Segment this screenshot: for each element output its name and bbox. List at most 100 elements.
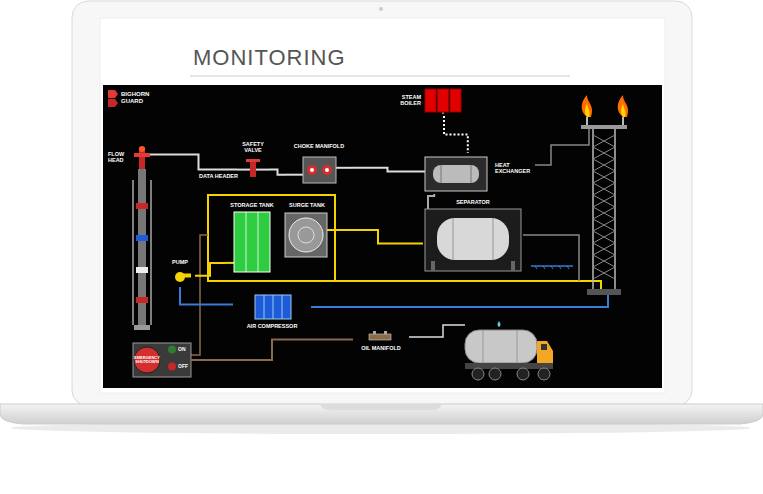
flow-head-well-part <box>136 267 148 273</box>
laptop-body-part <box>320 404 442 410</box>
logo-mark <box>108 90 118 107</box>
heat-exchanger-symbol-part <box>471 165 472 183</box>
connector-layer <box>103 85 662 388</box>
equipment-label: PUMP <box>165 259 195 265</box>
flow-head-well-part <box>136 203 148 209</box>
pipework-part <box>335 281 601 291</box>
tanker-truck-part <box>517 368 529 380</box>
air-compressor: AIR COMPRESSOR <box>233 292 311 334</box>
separator-symbol-part <box>453 218 454 260</box>
equipment-label: HEAT EXCHANGER <box>495 162 535 174</box>
steam-boiler-symbol <box>425 89 461 112</box>
tanker-truck-part <box>541 344 547 350</box>
shutdown-panel-symbol-part <box>168 363 176 371</box>
flare-stack-part <box>618 95 628 117</box>
pipework-part <box>311 291 608 307</box>
storage-tank: STORAGE TANK <box>225 200 279 274</box>
pipework-part <box>443 112 444 116</box>
flare-stack <box>581 95 628 295</box>
oil-manifold-symbol <box>369 331 391 340</box>
steam-boiler-symbol-part <box>425 89 436 112</box>
separator-symbol-part <box>493 218 494 260</box>
laptop-body-part <box>379 7 383 11</box>
surge-tank: SURGE TANK <box>281 200 333 260</box>
choke-manifold-symbol-part <box>310 168 314 172</box>
laptop-body-part <box>72 1 692 406</box>
pipework-part <box>409 325 465 337</box>
pipe-connector <box>444 116 468 153</box>
heat-exchanger-symbol <box>425 157 487 191</box>
choke-manifold-symbol-part <box>303 157 336 183</box>
heat-exchanger: HEAT EXCHANGER <box>423 153 535 194</box>
tanker-truck-part <box>517 330 518 363</box>
pump-symbol <box>175 272 191 282</box>
flow-head-well-part <box>134 153 150 157</box>
flare-stack-part <box>593 135 615 279</box>
heat-exchanger-symbol-part <box>433 165 479 183</box>
pipe-connector <box>160 154 237 169</box>
steam-boiler: STEAM BOILER <box>393 88 461 116</box>
separator-symbol-part <box>425 209 521 271</box>
pipework-part <box>327 229 333 231</box>
safety-valve-symbol-part <box>246 159 260 162</box>
equipment-label: OFF <box>178 364 190 370</box>
storage-tank-symbol-part <box>246 212 247 272</box>
pipework <box>148 112 608 355</box>
logo-text: BIGHORN GUARD <box>121 91 153 104</box>
safety-valve-symbol-part <box>250 161 256 177</box>
flare-stack-part <box>592 129 594 289</box>
shutdown-panel-symbol-part <box>133 343 191 377</box>
flow-head-well-part <box>134 325 150 330</box>
flow-head-well-part <box>136 297 148 303</box>
choke-manifold-symbol-part <box>325 168 329 172</box>
pipework-part <box>191 235 208 355</box>
separator-symbol-part <box>431 261 435 271</box>
equipment-label: CHOKE MANIFOLD <box>286 143 352 149</box>
flow-head-well-part <box>138 169 146 329</box>
oil-manifold-symbol-part <box>373 331 376 334</box>
flow-head-well <box>133 146 151 330</box>
pipe-connector <box>333 230 423 244</box>
safety-valve-symbol <box>246 159 260 177</box>
flare-stack-part <box>582 95 592 117</box>
flow-head-well-part <box>136 235 148 241</box>
shutdown-panel-symbol-part <box>134 347 160 373</box>
equipment-label: OIL MANIFOLD <box>353 345 409 351</box>
shutdown-panel: EMERGENCY SHUTDOWN ON OFF <box>133 343 191 377</box>
pipework-part <box>336 167 352 169</box>
equipment-label: FLOW HEAD <box>108 151 132 163</box>
logo-mark-part <box>108 90 118 98</box>
surge-tank-symbol-part <box>298 227 314 243</box>
tanker-truck-part <box>498 321 501 327</box>
tanker-truck-part <box>472 368 484 380</box>
pipework-part <box>225 262 234 264</box>
monitoring-screen: BIGHORN GUARDDATA HEADERSTEAM BOILERFLOW… <box>103 85 662 388</box>
flare-stack-part <box>587 117 623 125</box>
surge-tank-symbol-part <box>289 218 323 252</box>
tanker-truck-part <box>538 368 550 380</box>
air-compressor-symbol-part <box>282 295 283 319</box>
flare-stack-part <box>614 129 616 289</box>
laptop-body-part <box>0 404 763 424</box>
flow-head-well-part <box>132 180 134 325</box>
oil-manifold: OIL MANIFOLD <box>353 329 409 355</box>
equipment-label: SEPARATOR <box>423 199 523 205</box>
laptop-body-part <box>100 18 665 393</box>
pipe-connector <box>428 194 434 198</box>
pump: PUMP <box>165 259 195 287</box>
safety-valve: SAFETY VALVE <box>237 140 269 178</box>
flow-head: FLOW HEAD <box>108 143 160 333</box>
pipe-connector <box>352 168 423 172</box>
pipe-connector <box>191 339 353 360</box>
flare-stack-part <box>587 289 621 295</box>
flare-stack-part <box>585 104 590 117</box>
steam-boiler-symbol-part <box>438 89 449 112</box>
pipe-connector <box>180 287 233 305</box>
logo-mark-part <box>108 99 118 107</box>
pipework-part <box>208 195 335 281</box>
equipment-label: ON <box>178 347 190 353</box>
pipework-part <box>523 235 579 281</box>
flow-head-well-part <box>139 147 145 169</box>
equipment-label: EMERGENCY SHUTDOWN <box>134 356 160 365</box>
separator: SEPARATOR <box>423 198 523 274</box>
